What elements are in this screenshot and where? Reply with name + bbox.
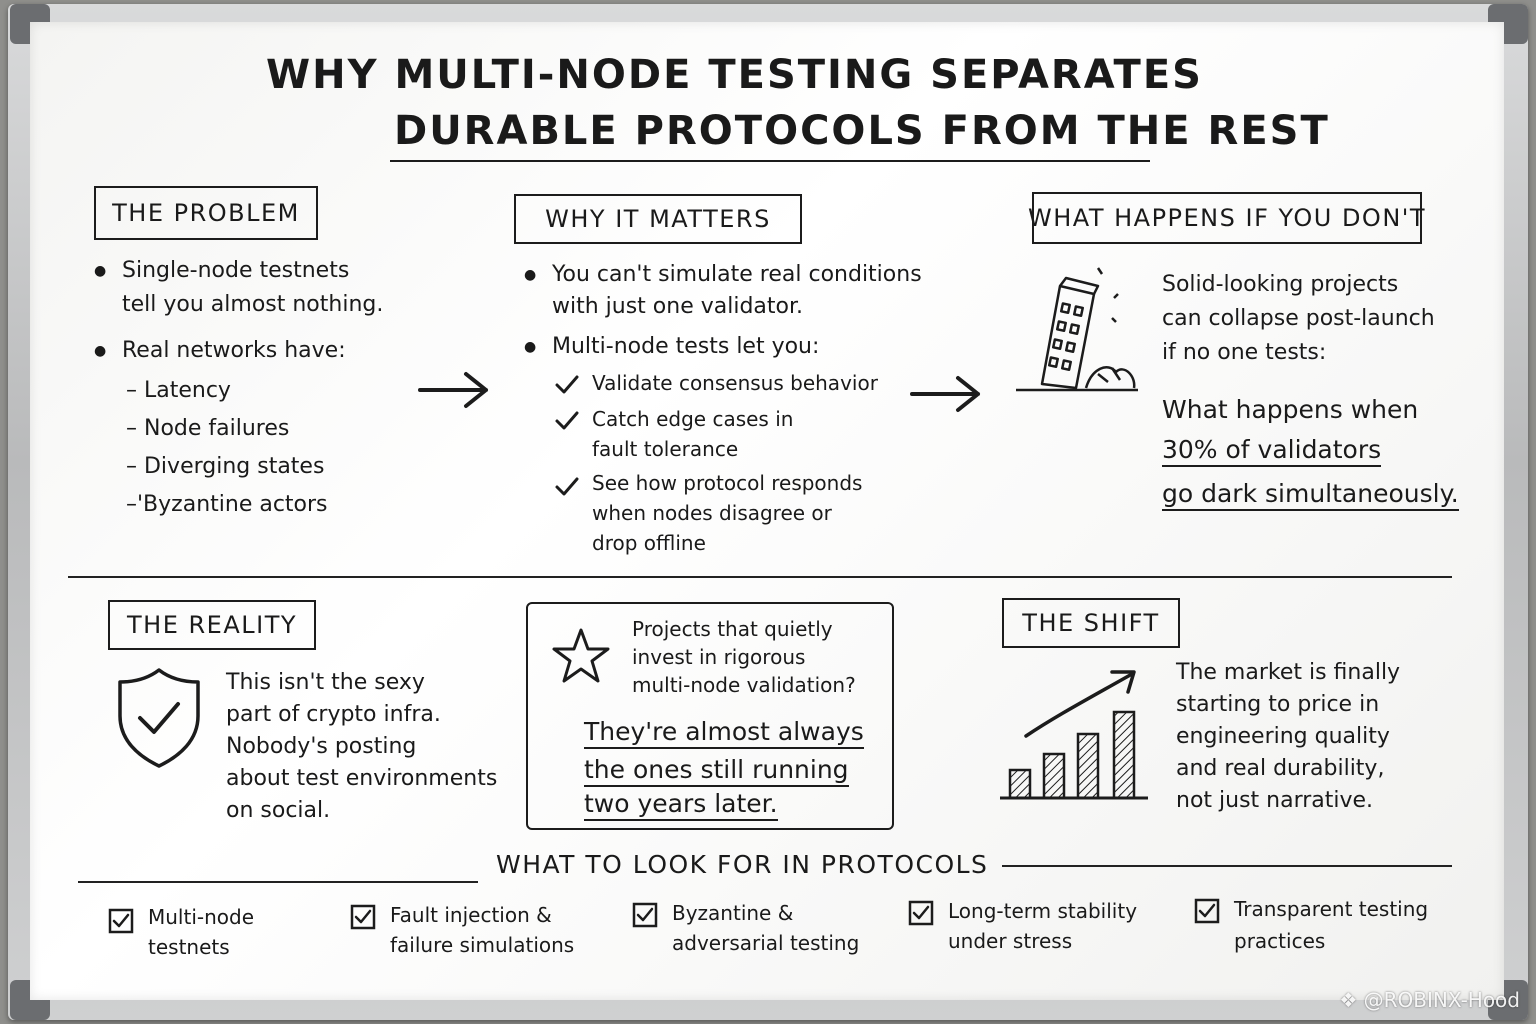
shift-line-2: starting to price in bbox=[1176, 692, 1380, 717]
shift-line-3: engineering quality bbox=[1176, 724, 1390, 749]
check-mark-icon bbox=[555, 375, 579, 394]
matters-check-3-cont: when nodes disagree or bbox=[592, 501, 832, 525]
problem-item: – Diverging states bbox=[126, 454, 325, 479]
problem-item: – Node failures bbox=[126, 416, 290, 441]
checkbox-checked-icon bbox=[1194, 898, 1220, 924]
problem-item: –'Byzantine actors bbox=[126, 492, 328, 517]
shift-line-4: and real durability, bbox=[1176, 756, 1385, 781]
title-line-2: DURABLE PROTOCOLS FROM THE REST bbox=[394, 108, 1330, 154]
quote-answer-3: two years later. bbox=[584, 784, 778, 824]
shift-heading: THE SHIFT bbox=[1002, 598, 1180, 648]
shield-check-icon bbox=[118, 668, 200, 768]
matters-check-1: Validate consensus behavior bbox=[592, 371, 878, 395]
arrow-right-icon bbox=[418, 372, 488, 408]
reality-line-5: on social. bbox=[226, 798, 331, 823]
lookfor-item-1-cont: testnets bbox=[148, 935, 230, 959]
checkbox-checked-icon bbox=[632, 902, 658, 928]
quote-line-1: Projects that quietly bbox=[632, 617, 833, 641]
problem-bullet-1: Single-node testnets bbox=[94, 254, 349, 288]
dont-question-1: What happens when bbox=[1162, 395, 1419, 424]
dont-question-3: go dark simultaneously. bbox=[1162, 474, 1459, 514]
lookfor-heading: WHAT TO LOOK FOR IN PROTOCOLS bbox=[496, 850, 989, 879]
matters-check-2-cont: fault tolerance bbox=[592, 437, 739, 461]
section-divider bbox=[68, 576, 1452, 578]
lookfor-item-5: Transparent testing bbox=[1234, 897, 1429, 921]
matters-check-3-cont2: drop offline bbox=[592, 531, 706, 555]
check-mark-icon bbox=[555, 411, 579, 430]
quote-box bbox=[526, 602, 894, 830]
lookfor-item-3-cont: adversarial testing bbox=[672, 931, 860, 955]
shift-line-5: not just narrative. bbox=[1176, 788, 1374, 813]
watermark-text: @ROBINX-Hood bbox=[1363, 988, 1520, 1012]
checkbox-checked-icon bbox=[350, 904, 376, 930]
dont-question-2: 30% of validators bbox=[1162, 430, 1382, 470]
quote-answer-2: the ones still running bbox=[584, 750, 849, 790]
quote-answer-1: They're almost always bbox=[584, 712, 864, 752]
matters-bullet-2: Multi-node tests let you: bbox=[524, 330, 819, 364]
checkbox-checked-icon bbox=[908, 900, 934, 926]
growth-chart-icon bbox=[1000, 670, 1148, 800]
lookfor-item-4-cont: under stress bbox=[948, 929, 1073, 953]
checkbox-checked-icon bbox=[108, 908, 134, 934]
lookfor-item-4: Long-term stability bbox=[948, 899, 1138, 923]
title-underline bbox=[390, 160, 1150, 162]
title-line-1: WHY MULTI-NODE TESTING SEPARATES bbox=[266, 52, 1203, 98]
problem-item: – Latency bbox=[126, 378, 231, 403]
matters-bullet-1: You can't simulate real conditions bbox=[524, 258, 922, 292]
dont-line-1: Solid-looking projects bbox=[1162, 272, 1399, 297]
check-mark-icon bbox=[555, 477, 579, 496]
lookfor-item-1: Multi-node bbox=[148, 905, 255, 929]
reality-heading: THE REALITY bbox=[108, 600, 316, 650]
diamond-logo-icon: ❖ bbox=[1339, 988, 1358, 1012]
collapsing-building-icon bbox=[1016, 267, 1138, 392]
arrow-right-icon bbox=[910, 376, 980, 412]
reality-line-2: part of crypto infra. bbox=[226, 702, 441, 727]
dont-heading: WHAT HAPPENS IF YOU DON'T bbox=[1028, 192, 1425, 244]
matters-heading: WHY IT MATTERS bbox=[514, 194, 802, 244]
dont-line-2: can collapse post-launch bbox=[1162, 306, 1435, 331]
matters-bullet-1-cont: with just one validator. bbox=[552, 294, 804, 319]
reality-line-4: about test environments bbox=[226, 766, 498, 791]
problem-bullet-1-cont: tell you almost nothing. bbox=[122, 292, 384, 317]
star-icon bbox=[552, 628, 610, 683]
quote-line-3: multi-node validation? bbox=[632, 673, 856, 697]
lookfor-item-5-cont: practices bbox=[1234, 929, 1326, 953]
whiteboard: WHY MULTI-NODE TESTING SEPARATES DURABLE… bbox=[30, 22, 1504, 1000]
problem-bullet-2: Real networks have: bbox=[94, 334, 346, 368]
lookfor-rule-left bbox=[78, 881, 478, 883]
problem-heading: THE PROBLEM bbox=[94, 186, 318, 240]
lookfor-item-2-cont: failure simulations bbox=[390, 933, 575, 957]
lookfor-rule-right bbox=[1002, 865, 1452, 867]
matters-check-3: See how protocol responds bbox=[592, 471, 863, 495]
reality-line-3: Nobody's posting bbox=[226, 734, 417, 759]
watermark: ❖ @ROBINX-Hood bbox=[1339, 988, 1520, 1012]
lookfor-item-3: Byzantine & bbox=[672, 901, 794, 925]
reality-line-1: This isn't the sexy bbox=[226, 670, 425, 695]
quote-line-2: invest in rigorous bbox=[632, 645, 806, 669]
dont-line-3: if no one tests: bbox=[1162, 340, 1327, 365]
matters-check-2: Catch edge cases in bbox=[592, 407, 794, 431]
shift-line-1: The market is finally bbox=[1176, 660, 1401, 685]
lookfor-item-2: Fault injection & bbox=[390, 903, 552, 927]
